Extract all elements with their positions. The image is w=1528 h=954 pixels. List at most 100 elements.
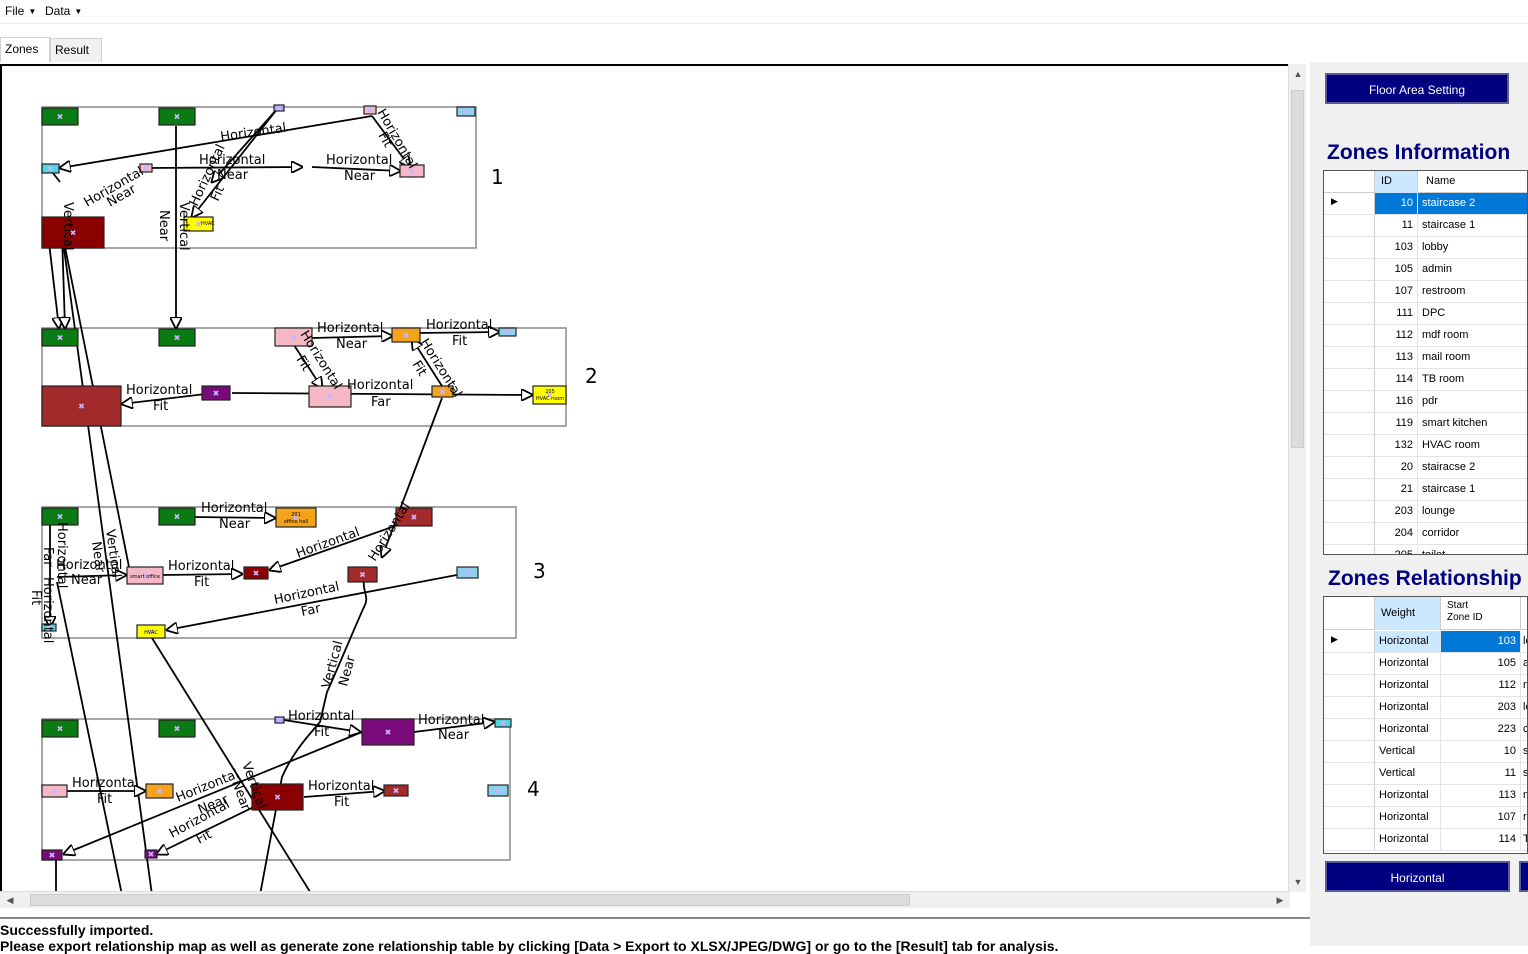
cell-name[interactable]: HVAC room (1418, 435, 1527, 456)
zone-box[interactable] (41, 507, 79, 526)
row-header[interactable] (1324, 741, 1375, 762)
cell-name[interactable]: DPC (1418, 303, 1527, 324)
next-weight-button[interactable] (1519, 861, 1528, 892)
row-header[interactable] (1324, 501, 1375, 522)
row-header[interactable] (1324, 829, 1375, 850)
cell-name[interactable]: admin (1418, 259, 1527, 280)
cell-name[interactable]: lobby (1418, 237, 1527, 258)
cell-end-zone[interactable]: a (1521, 653, 1527, 674)
zone-box[interactable] (158, 507, 196, 526)
table-row[interactable]: Horizontal113m (1324, 785, 1527, 807)
cell-end-zone[interactable]: m (1521, 675, 1527, 696)
row-header[interactable] (1324, 413, 1375, 434)
zone-box[interactable] (532, 385, 567, 405)
cell-start-zone-id[interactable]: 223 (1441, 719, 1521, 740)
column-header-name[interactable]: Name (1418, 171, 1527, 193)
cell-start-zone-id[interactable]: 107 (1441, 807, 1521, 828)
table-row[interactable]: ▶Horizontal103lo (1324, 631, 1527, 653)
zone-box[interactable] (41, 623, 57, 632)
cell-name[interactable]: pdr (1418, 391, 1527, 412)
zone-box[interactable] (251, 783, 304, 811)
row-header[interactable] (1324, 369, 1375, 390)
cell-name[interactable]: staircase 1 (1418, 215, 1527, 236)
cell-name[interactable]: mail room (1418, 347, 1527, 368)
cell-weight[interactable]: Horizontal (1375, 829, 1441, 850)
cell-id[interactable]: 10 (1375, 193, 1418, 214)
cell-end-zone[interactable]: st (1521, 763, 1527, 784)
zone-box[interactable] (456, 566, 479, 579)
zone-box[interactable] (158, 719, 196, 738)
zone-box[interactable] (201, 385, 231, 401)
zone-box[interactable] (139, 163, 153, 173)
cell-start-zone-id[interactable]: 10 (1441, 741, 1521, 762)
zones-relationship-grid[interactable]: Weight Start Zone ID S ▶Horizontal103loH… (1323, 596, 1528, 854)
cell-name[interactable]: restroom (1418, 281, 1527, 302)
cell-end-zone[interactable]: re (1521, 807, 1527, 828)
tab-result[interactable]: Result (50, 38, 102, 62)
cell-weight[interactable]: Horizontal (1375, 631, 1441, 652)
cell-end-zone[interactable]: st (1521, 741, 1527, 762)
zone-box[interactable] (41, 719, 79, 738)
row-header[interactable] (1324, 259, 1375, 280)
table-row[interactable]: Horizontal105a (1324, 653, 1527, 675)
zone-box[interactable] (144, 849, 158, 859)
zone-box[interactable] (274, 716, 285, 724)
table-row[interactable]: Horizontal112m (1324, 675, 1527, 697)
row-header[interactable]: ▶ (1324, 631, 1375, 652)
zone-box[interactable] (347, 566, 378, 583)
cell-id[interactable]: 205 (1375, 545, 1418, 554)
scroll-thumb[interactable] (1291, 90, 1304, 448)
zone-box[interactable] (158, 107, 196, 126)
cell-name[interactable]: mdf room (1418, 325, 1527, 346)
zone-box[interactable] (183, 216, 214, 232)
row-header[interactable] (1324, 675, 1375, 696)
zone-box[interactable] (363, 105, 377, 115)
row-header[interactable] (1324, 215, 1375, 236)
table-row[interactable]: Vertical11st (1324, 763, 1527, 785)
zone-box[interactable] (391, 327, 421, 343)
zone-box[interactable] (361, 718, 415, 746)
zone-box[interactable] (456, 106, 476, 117)
cell-weight[interactable]: Horizontal (1375, 807, 1441, 828)
cell-id[interactable]: 119 (1375, 413, 1418, 434)
row-header[interactable] (1324, 763, 1375, 784)
table-row[interactable]: Horizontal203lo (1324, 697, 1527, 719)
cell-id[interactable]: 20 (1375, 457, 1418, 478)
cell-weight[interactable]: Horizontal (1375, 719, 1441, 740)
zone-box[interactable] (494, 718, 512, 728)
column-header-weight[interactable]: Weight (1375, 597, 1441, 630)
row-header[interactable] (1324, 303, 1375, 324)
zone-box[interactable] (498, 327, 517, 337)
row-header[interactable] (1324, 523, 1375, 544)
tab-zones[interactable]: Zones (0, 37, 50, 62)
row-header[interactable] (1324, 435, 1375, 456)
zone-box[interactable] (126, 566, 164, 585)
row-header[interactable]: ▶ (1324, 193, 1375, 214)
zone-box[interactable] (41, 328, 79, 347)
scroll-up-icon[interactable]: ▲ (1293, 69, 1303, 79)
zone-box[interactable] (308, 385, 352, 408)
menu-file[interactable]: File▼ (5, 4, 36, 18)
scroll-right-icon[interactable]: ▶ (1276, 895, 1284, 905)
cell-id[interactable]: 11 (1375, 215, 1418, 236)
zone-box[interactable] (41, 107, 79, 126)
menu-data[interactable]: Data▼ (45, 4, 82, 18)
table-row[interactable]: Vertical10st (1324, 741, 1527, 763)
scroll-down-icon[interactable]: ▼ (1293, 877, 1303, 887)
row-header[interactable] (1324, 719, 1375, 740)
row-header[interactable] (1324, 457, 1375, 478)
cell-weight[interactable]: Horizontal (1375, 653, 1441, 674)
cell-name[interactable]: staircase 2 (1418, 193, 1527, 214)
row-header[interactable] (1324, 281, 1375, 302)
cell-id[interactable]: 107 (1375, 281, 1418, 302)
zone-box[interactable] (145, 783, 174, 799)
zone-box[interactable] (136, 624, 166, 639)
